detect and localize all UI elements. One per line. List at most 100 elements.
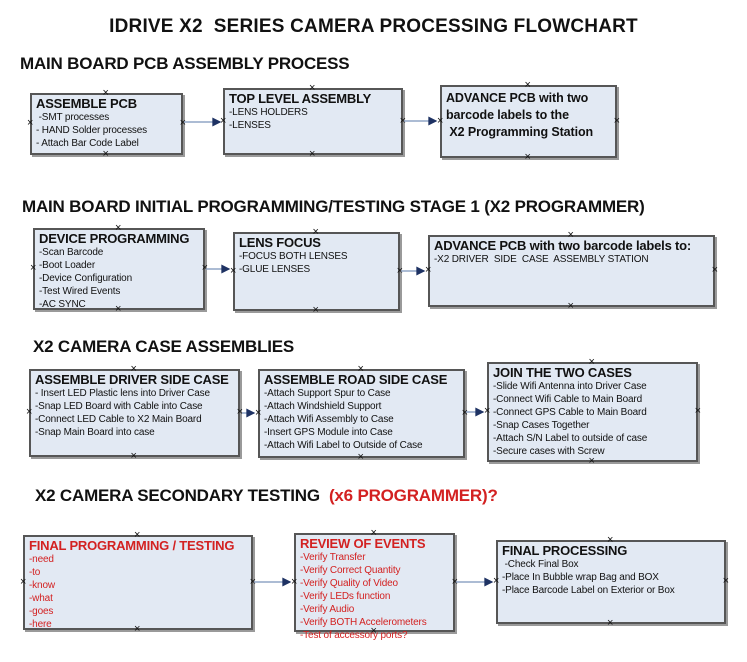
flow-box-top-level-assembly: × × × × TOP LEVEL ASSEMBLY -LENS HOLDERS -LE… [220, 83, 406, 160]
anchor-x-icon: × [179, 117, 186, 129]
box-lines: -SMT processes- HAND Solder processes- A… [36, 111, 178, 150]
box-line: -Verify Audio [300, 604, 355, 615]
box-line: -Attach Support Spur to Case [264, 388, 391, 399]
box-line: -to [29, 567, 41, 578]
anchor-x-icon: × [357, 451, 364, 463]
anchor-x-icon: × [309, 82, 316, 94]
box-line: -Snap LED Board with Cable into Case [35, 401, 203, 412]
anchor-x-icon: × [30, 262, 37, 274]
box-line: -Check Final Box [502, 559, 579, 570]
box-lines: -need -to -know -what -goes -here [29, 553, 248, 631]
box-line: -LENSES [229, 120, 271, 131]
flow-box-final-processing: ×××× FINAL PROCESSING -Check Final Box-P… [493, 535, 729, 629]
box-line: -need [29, 554, 54, 565]
flow-box-review-of-events: ×××× REVIEW OF EVENTS -Verify Transfer-V… [291, 528, 458, 642]
anchor-x-icon: × [567, 229, 574, 241]
anchor-x-icon: × [370, 625, 377, 637]
box-line: -Test Wired Events [39, 286, 121, 297]
box-line: X2 Programming Station [446, 125, 594, 139]
section-header-secondary-testing-text: X2 CAMERA SECONDARY TESTING [35, 486, 325, 505]
box-line: -Connect GPS Cable to Main Board [493, 407, 647, 418]
box-line: -Connect Wifi Cable to Main Board [493, 394, 643, 405]
box-line: -Insert GPS Module into Case [264, 427, 393, 438]
box-lines: -Verify Transfer-Verify Correct Quantity… [300, 551, 450, 642]
box-title: ASSEMBLE ROAD SIDE CASE [264, 372, 448, 387]
anchor-x-icon: × [102, 148, 109, 160]
anchor-x-icon: × [115, 222, 122, 234]
flow-box-assemble-road-side-case: ×××× ASSEMBLE ROAD SIDE CASE -Attach Sup… [255, 364, 468, 463]
box-line: -Secure cases with Screw [493, 446, 605, 457]
page-title: IDRIVE X2 SERIES CAMERA PROCESSING FLOWC… [109, 16, 638, 37]
anchor-x-icon: × [312, 226, 319, 238]
box-line: -LENS HOLDERS [229, 107, 308, 118]
anchor-x-icon: × [607, 617, 614, 629]
box-lines: -Check Final Box -Place In Bubble wrap Ba… [502, 558, 721, 597]
box-line: -what [29, 593, 53, 604]
anchor-x-icon: × [484, 405, 491, 417]
flow-box-join-the-two-cases: ×××× JOIN THE TWO CASES -Slide Wifi Ante… [484, 357, 701, 467]
anchor-x-icon: × [27, 117, 34, 129]
box-line: -Attach Windshield Support [264, 401, 382, 412]
anchor-x-icon: × [130, 450, 137, 462]
section-header-secondary-testing: X2 CAMERA SECONDARY TESTING (x6 PROGRAMM… [35, 486, 498, 506]
anchor-x-icon: × [291, 575, 298, 588]
box-title: JOIN THE TWO CASES [493, 365, 632, 380]
anchor-x-icon: × [230, 264, 237, 277]
box-line: -Boot Loader [39, 260, 96, 271]
anchor-x-icon: × [524, 151, 531, 163]
box-line: -Verify Transfer [300, 552, 366, 563]
anchor-x-icon: × [220, 114, 227, 127]
anchor-x-icon: × [134, 529, 141, 541]
box-title: ASSEMBLE DRIVER SIDE CASE [35, 372, 229, 387]
flow-box-lens-focus: ×××× LENS FOCUS -FOCUS BOTH LENSES-GLUE … [230, 227, 403, 316]
anchor-x-icon: × [312, 304, 319, 316]
box-line: - Attach Bar Code Label [36, 138, 139, 149]
anchor-x-icon: × [309, 148, 316, 160]
anchor-x-icon: × [20, 575, 27, 588]
anchor-x-icon: × [115, 303, 122, 315]
box-line: -AC SYNC [39, 299, 86, 310]
anchor-x-icon: × [524, 79, 531, 91]
box-line: -know [29, 580, 55, 591]
anchor-x-icon: × [201, 262, 208, 274]
box-line: -Slide Wifi Antenna into Driver Case [493, 381, 647, 392]
box-line: -here [29, 619, 52, 630]
anchor-x-icon: × [399, 114, 406, 127]
anchor-x-icon: × [370, 527, 377, 539]
box-line: -Place In Bubble wrap Bag and BOX [502, 572, 659, 583]
anchor-x-icon: × [722, 575, 729, 587]
anchor-x-icon: × [461, 406, 468, 419]
box-title: LENS FOCUS [239, 235, 321, 250]
box-line: -Verify BOTH Accelerometers [300, 617, 427, 628]
anchor-x-icon: × [425, 264, 432, 276]
box-line: barcode labels to the [446, 108, 569, 122]
box-line: -GLUE LENSES [239, 264, 311, 275]
box-line: -SMT processes [36, 112, 110, 123]
box-lines: -X2 DRIVER SIDE CASE ASSEMBLY STATION [434, 253, 710, 266]
section-header-secondary-testing-red-text: (x6 PROGRAMMER)? [324, 486, 498, 505]
flow-box-device-programming: ×××× DEVICE PROGRAMMING -Scan Barcode-Bo… [30, 223, 208, 315]
box-line: -Verify LEDs function [300, 591, 391, 602]
box-title: ADVANCE PCB with two barcode labels to: [434, 238, 692, 253]
anchor-x-icon: × [493, 575, 500, 587]
box-line: -Place Barcode Label on Exterior or Box [502, 585, 675, 596]
box-line: -X2 DRIVER SIDE CASE ASSEMBLY STATION [434, 254, 649, 265]
box-title: FINAL PROGRAMMING / TESTING [29, 538, 235, 553]
box-line: -Snap Cases Together [493, 420, 590, 431]
box-title: TOP LEVEL ASSEMBLY [229, 91, 372, 106]
anchor-x-icon: × [255, 406, 262, 419]
anchor-x-icon: × [588, 356, 595, 368]
flow-box-assemble-driver-side-case: ×××× ASSEMBLE DRIVER SIDE CASE - Insert … [26, 364, 243, 462]
box-lines: ADVANCE PCB with two barcode labels to th… [446, 90, 612, 141]
flow-box-advance-pcb-driver-side-station: ×××× ADVANCE PCB with two barcode labels… [425, 230, 718, 312]
anchor-x-icon: × [26, 406, 33, 418]
anchor-x-icon: × [711, 264, 718, 276]
anchor-x-icon: × [130, 363, 137, 375]
box-lines: -Attach Support Spur to Case -Attach Wind… [264, 387, 460, 452]
anchor-x-icon: × [451, 575, 458, 588]
section-header-initial-programming: MAIN BOARD INITIAL PROGRAMMING/TESTING S… [22, 197, 645, 216]
box-line: -goes [29, 606, 54, 617]
box-line: ADVANCE PCB with two [446, 91, 589, 105]
box-title: DEVICE PROGRAMMING [39, 231, 190, 246]
anchor-x-icon: × [102, 87, 109, 99]
